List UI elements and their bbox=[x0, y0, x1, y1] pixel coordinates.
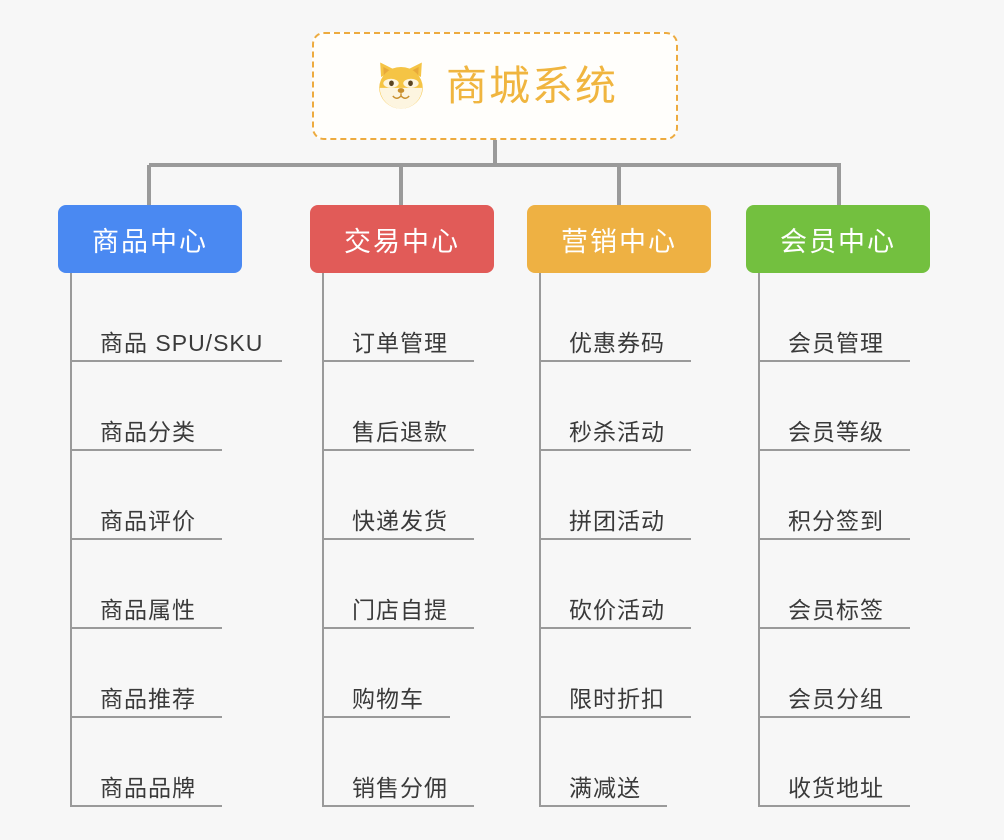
list-item-label: 砍价活动 bbox=[569, 596, 665, 623]
leaf-underline bbox=[70, 538, 222, 540]
list-item-label: 积分签到 bbox=[788, 507, 884, 534]
list-item[interactable]: 会员标签 bbox=[758, 540, 930, 629]
branch-spine bbox=[322, 273, 324, 807]
list-item-label: 售后退款 bbox=[352, 418, 448, 445]
list-item[interactable]: 商品 SPU/SKU bbox=[70, 273, 282, 362]
leaf-underline bbox=[322, 716, 450, 718]
leaf-list-marketing-center: 优惠券码 秒杀活动 拼团活动 砍价活动 限时折扣 满减送 bbox=[527, 273, 711, 807]
root-node[interactable]: 商城系统 bbox=[312, 32, 678, 140]
list-item-label: 会员管理 bbox=[788, 329, 884, 356]
leaf-underline bbox=[70, 360, 282, 362]
leaf-underline bbox=[539, 360, 691, 362]
list-item[interactable]: 会员等级 bbox=[758, 362, 930, 451]
list-item[interactable]: 砍价活动 bbox=[539, 540, 711, 629]
list-item[interactable]: 积分签到 bbox=[758, 451, 930, 540]
list-item[interactable]: 会员管理 bbox=[758, 273, 930, 362]
list-item[interactable]: 收货地址 bbox=[758, 718, 930, 807]
shiba-inu-dog-face-icon bbox=[372, 57, 430, 115]
category-header-member-center[interactable]: 会员中心 bbox=[746, 205, 930, 273]
branch-marketing-center: 营销中心 优惠券码 秒杀活动 拼团活动 砍价活动 限时折扣 bbox=[527, 205, 711, 807]
leaf-underline bbox=[322, 627, 474, 629]
list-item-label: 拼团活动 bbox=[569, 507, 665, 534]
branch-spine bbox=[539, 273, 541, 807]
leaf-underline bbox=[539, 627, 691, 629]
list-item-label: 限时折扣 bbox=[569, 685, 665, 712]
branch-member-center: 会员中心 会员管理 会员等级 积分签到 会员标签 会员分组 bbox=[746, 205, 930, 807]
list-item-label: 优惠券码 bbox=[569, 329, 665, 356]
leaf-underline bbox=[322, 538, 474, 540]
list-item[interactable]: 商品分类 bbox=[70, 362, 263, 451]
leaf-underline bbox=[70, 449, 222, 451]
leaf-underline bbox=[70, 805, 222, 807]
category-header-product-center[interactable]: 商品中心 bbox=[58, 205, 242, 273]
leaf-underline bbox=[322, 449, 474, 451]
leaf-underline bbox=[322, 360, 474, 362]
leaf-underline bbox=[539, 538, 691, 540]
list-item-label: 收货地址 bbox=[788, 774, 884, 801]
leaf-list-trade-center: 订单管理 售后退款 快递发货 门店自提 购物车 销售分佣 bbox=[310, 273, 494, 807]
branch-spine bbox=[758, 273, 760, 807]
list-item[interactable]: 销售分佣 bbox=[322, 718, 494, 807]
list-item-label: 会员分组 bbox=[788, 685, 884, 712]
list-item-label: 商品属性 bbox=[100, 596, 196, 623]
list-item-label: 商品分类 bbox=[100, 418, 196, 445]
branch-trade-center: 交易中心 订单管理 售后退款 快递发货 门店自提 购物车 bbox=[310, 205, 494, 807]
branch-product-center: 商品中心 商品 SPU/SKU 商品分类 商品评价 商品属性 商品推荐 bbox=[58, 205, 282, 807]
list-item[interactable]: 优惠券码 bbox=[539, 273, 711, 362]
leaf-underline bbox=[539, 805, 667, 807]
list-item-label: 购物车 bbox=[352, 685, 424, 712]
leaf-underline bbox=[70, 716, 222, 718]
leaf-underline bbox=[758, 716, 910, 718]
leaf-underline bbox=[758, 805, 910, 807]
list-item[interactable]: 商品推荐 bbox=[70, 629, 263, 718]
list-item[interactable]: 门店自提 bbox=[322, 540, 494, 629]
list-item[interactable]: 商品评价 bbox=[70, 451, 263, 540]
branch-spine bbox=[70, 273, 72, 807]
root-title: 商城系统 bbox=[446, 62, 618, 109]
list-item[interactable]: 拼团活动 bbox=[539, 451, 711, 540]
category-header-trade-center[interactable]: 交易中心 bbox=[310, 205, 494, 273]
list-item-label: 商品 SPU/SKU bbox=[100, 329, 264, 356]
list-item[interactable]: 满减送 bbox=[539, 718, 711, 807]
list-item[interactable]: 限时折扣 bbox=[539, 629, 711, 718]
leaf-underline bbox=[322, 805, 474, 807]
list-item[interactable]: 秒杀活动 bbox=[539, 362, 711, 451]
list-item[interactable]: 商品品牌 bbox=[70, 718, 263, 807]
list-item-label: 满减送 bbox=[569, 774, 641, 801]
leaf-underline bbox=[758, 627, 910, 629]
list-item[interactable]: 会员分组 bbox=[758, 629, 930, 718]
list-item-label: 订单管理 bbox=[352, 329, 448, 356]
leaf-underline bbox=[758, 538, 910, 540]
list-item-label: 会员标签 bbox=[788, 596, 884, 623]
list-item-label: 快递发货 bbox=[352, 507, 448, 534]
leaf-underline bbox=[539, 449, 691, 451]
list-item[interactable]: 售后退款 bbox=[322, 362, 494, 451]
list-item-label: 秒杀活动 bbox=[569, 418, 665, 445]
list-item[interactable]: 订单管理 bbox=[322, 273, 494, 362]
leaf-list-member-center: 会员管理 会员等级 积分签到 会员标签 会员分组 收货地址 bbox=[746, 273, 930, 807]
category-header-marketing-center[interactable]: 营销中心 bbox=[527, 205, 711, 273]
list-item[interactable]: 购物车 bbox=[322, 629, 494, 718]
leaf-list-product-center: 商品 SPU/SKU 商品分类 商品评价 商品属性 商品推荐 商品品牌 bbox=[58, 273, 282, 807]
list-item-label: 商品推荐 bbox=[100, 685, 196, 712]
leaf-underline bbox=[758, 449, 910, 451]
list-item-label: 商品品牌 bbox=[100, 774, 196, 801]
list-item[interactable]: 商品属性 bbox=[70, 540, 263, 629]
leaf-underline bbox=[539, 716, 691, 718]
list-item-label: 门店自提 bbox=[352, 596, 448, 623]
leaf-underline bbox=[758, 360, 910, 362]
list-item[interactable]: 快递发货 bbox=[322, 451, 494, 540]
list-item-label: 商品评价 bbox=[100, 507, 196, 534]
leaf-underline bbox=[70, 627, 222, 629]
list-item-label: 会员等级 bbox=[788, 418, 884, 445]
list-item-label: 销售分佣 bbox=[352, 774, 448, 801]
